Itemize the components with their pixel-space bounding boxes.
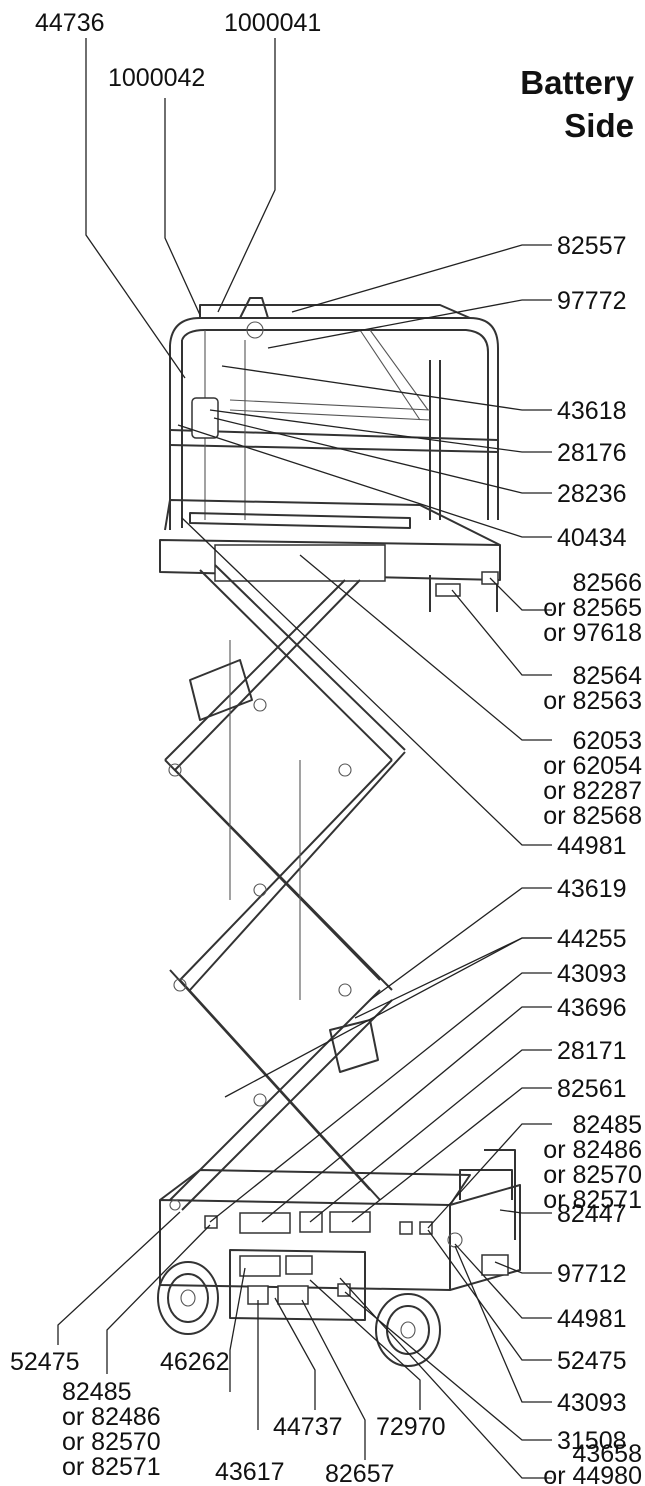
callout-1000042: 1000042 [108,64,205,92]
callout-82447: 82447 [557,1200,627,1228]
callout-82485-left-line2: or 82486 [62,1403,161,1431]
callout-28176: 28176 [557,439,627,467]
callout-97772: 97772 [557,287,627,315]
callout-82566-line3: or 97618 [543,619,642,647]
guardrail [169,297,499,530]
callout-62053-line1: 62053 [572,727,642,755]
callout-44981-upper: 44981 [557,832,627,860]
callout-43658-line2: or 44980 [543,1462,642,1486]
wheels [157,1261,441,1367]
callout-82485-right-line1: 82485 [572,1111,642,1139]
callout-82485-left-line3: or 82570 [62,1428,161,1456]
callout-40434: 40434 [557,524,627,552]
callout-43617: 43617 [215,1458,285,1486]
callout-44255: 44255 [557,925,627,953]
scissor-arms [164,564,406,1211]
scissor-lift-drawing [157,297,521,1367]
callout-46262: 46262 [160,1348,230,1376]
callout-44736: 44736 [35,9,105,37]
callout-28171: 28171 [557,1037,627,1065]
callout-82561: 82561 [557,1075,627,1103]
callout-43619: 43619 [557,875,627,903]
callout-82566-line2: or 82565 [543,594,642,622]
callout-82485-right-line2: or 82486 [543,1136,642,1164]
callout-62053-line2: or 62054 [543,752,642,780]
callout-62053-line4: or 82568 [543,802,642,830]
callout-31508: 31508 [557,1427,627,1455]
callout-62053-line3: or 82287 [543,777,642,805]
callout-82566-line1: 82566 [572,569,642,597]
callout-43658-line1: 43658 [572,1440,642,1468]
callout-82485-right-line4: or 82571 [543,1186,642,1214]
callout-labels: 44736 1000041 1000042 82557 97772 43618 … [10,9,642,1486]
callout-82657: 82657 [325,1460,395,1486]
callout-52475-left: 52475 [10,1348,80,1376]
callout-43093-lower: 43093 [557,1389,627,1417]
callout-44737: 44737 [273,1413,343,1441]
callout-82564-line2: or 82563 [543,687,642,715]
callout-43696: 43696 [557,994,627,1022]
title-line-1: Battery [520,64,634,101]
callout-72970: 72970 [376,1413,446,1441]
callout-28236: 28236 [557,480,627,508]
callout-82557: 82557 [557,232,627,260]
chassis [159,1149,521,1321]
callout-1000041: 1000041 [224,9,321,37]
callout-82564-line1: 82564 [572,662,642,690]
callout-82485-right-line3: or 82570 [543,1161,642,1189]
platform-deck [159,499,501,612]
callout-82485-left-line4: or 82571 [62,1453,161,1481]
leader-lines [57,38,552,1479]
title-line-2: Side [564,107,634,144]
callout-43618: 43618 [557,397,627,425]
callout-44981-lower: 44981 [557,1305,627,1333]
callout-43093-upper: 43093 [557,960,627,988]
callout-97712: 97712 [557,1260,627,1288]
callout-82485-left-line1: 82485 [62,1378,132,1406]
callout-52475-right: 52475 [557,1347,627,1375]
